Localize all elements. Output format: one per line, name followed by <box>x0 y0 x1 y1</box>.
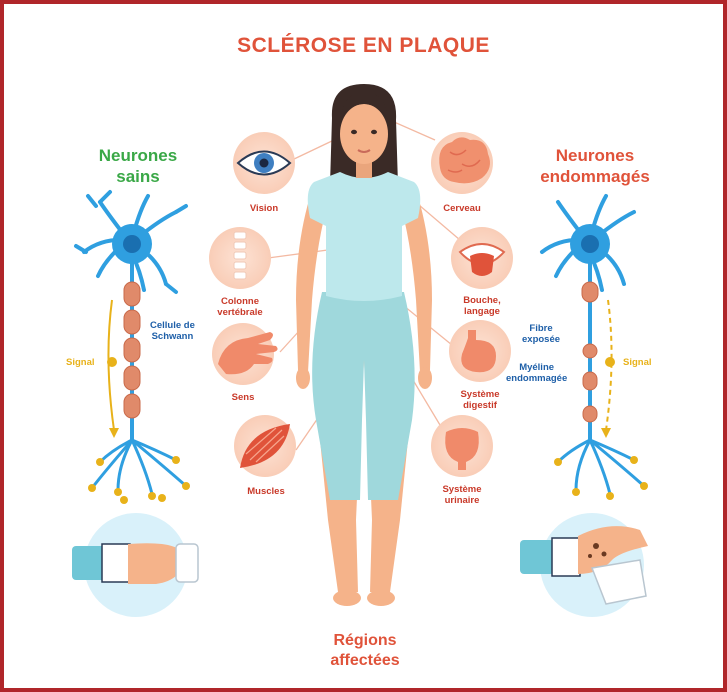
muscle-icon <box>234 415 296 477</box>
stomach-icon <box>449 320 511 382</box>
mouth-icon <box>451 227 513 289</box>
damaged-neurons-heading: Neurones endommagés <box>525 145 665 187</box>
label-signal-right: Signal <box>623 357 652 368</box>
label-brain: Cerveau <box>432 203 492 214</box>
brain-icon <box>431 132 493 194</box>
healthy-neurons-heading: Neurones sains <box>78 145 198 187</box>
label-line: endommagée <box>506 373 568 384</box>
label-line: exposée <box>522 334 561 345</box>
healthy-neuron <box>74 190 190 504</box>
label-senses: Sens <box>218 392 268 403</box>
label-exposed-fibre: Fibre exposée <box>522 323 560 345</box>
label-damaged-myelin: Myéline endommagée <box>506 362 567 384</box>
label-line: Système <box>460 389 500 400</box>
label-muscles: Muscles <box>236 486 296 497</box>
label-line: Vision <box>249 203 279 214</box>
label-line: Bouche, <box>463 295 501 306</box>
label-line: Fibre <box>529 323 553 334</box>
label-line: Cellule de <box>150 320 195 331</box>
label-line: Système <box>442 484 482 495</box>
label-schwann-cell: Cellule de Schwann <box>150 320 195 342</box>
hand-holding-cup-icon <box>72 513 199 617</box>
label-line: urinaire <box>444 495 480 506</box>
label-line: Cerveau <box>443 203 481 214</box>
eye-icon <box>233 132 295 194</box>
label-mouth-speech: Bouche, langage <box>452 295 512 317</box>
label-line: Myéline <box>519 362 555 373</box>
woman-figure <box>296 84 432 606</box>
heading-line: endommagés <box>540 167 650 186</box>
damaged-neuron <box>540 194 648 500</box>
label-digestive: Système digestif <box>450 389 510 411</box>
heading-line: sains <box>116 167 160 186</box>
label-spine: Colonne vertébrale <box>210 296 270 318</box>
spine-icon <box>209 227 271 289</box>
hand-icon <box>212 323 278 385</box>
heading-line: Neurones <box>555 146 635 165</box>
label-line: Régions <box>333 632 397 649</box>
label-line: Colonne <box>221 296 259 307</box>
affected-regions-label: Régions affectées <box>290 631 440 671</box>
label-line: digestif <box>463 400 497 411</box>
label-signal-left: Signal <box>66 357 95 368</box>
label-urinary: Système urinaire <box>432 484 492 506</box>
label-line: affectées <box>330 652 400 669</box>
page-title: SCLÉROSE EN PLAQUE <box>237 34 490 57</box>
label-line: vertébrale <box>217 307 263 318</box>
label-line: Muscles <box>247 486 285 497</box>
label-line: langage <box>464 306 500 317</box>
label-line: Schwann <box>151 331 194 342</box>
bladder-icon <box>431 415 493 477</box>
label-vision: Vision <box>234 203 294 214</box>
heading-line: Neurones <box>98 146 178 165</box>
label-line: Sens <box>231 392 255 403</box>
hand-dropping-cup-icon <box>520 513 648 617</box>
